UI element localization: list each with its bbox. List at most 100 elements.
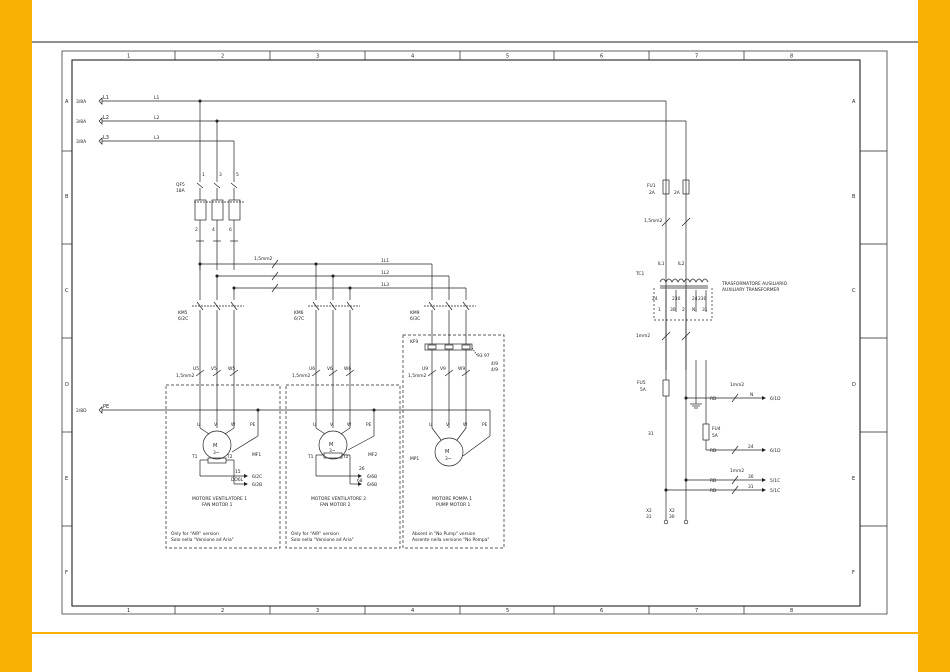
pump-motor-phase: 3~ (445, 456, 452, 462)
il2-label: IL2 (678, 261, 685, 267)
left-accent-bar (0, 0, 32, 672)
fan1-arrow-b (244, 482, 248, 486)
contactor-km9 (424, 301, 478, 420)
pump-terminal-pe: PE (482, 422, 488, 428)
distribution-bus (198, 259, 467, 300)
kf9-contact-ref-2: 4/9 (491, 367, 498, 373)
fan1-terminal-pe: PE (250, 422, 256, 428)
fan2-motor-name: MF2 (368, 452, 377, 458)
fan1-motor-phase: 3~ (213, 450, 220, 456)
right-accent-bar (918, 0, 950, 672)
pe-sheet-ref: 2/8D (76, 408, 87, 414)
drawing-sheet: 1 2 3 4 5 6 7 8 1 2 3 4 5 6 7 8 A B C D … (32, 0, 918, 630)
output-cable-size-2: 1mm2 (730, 468, 744, 474)
fan-motor-1 (199, 420, 259, 485)
fan2-terminal-w: W (347, 422, 352, 428)
pump-u-label: U9 (422, 366, 428, 372)
fan1-arrow-a (244, 474, 248, 478)
fan2-u-label: U6 (309, 366, 315, 372)
fan1-ref-a: 6/2C (252, 474, 262, 480)
col-label-1-top: 1 (127, 54, 130, 60)
pump-title-it: MOTORE POMPA 1 (432, 496, 472, 502)
l2-label: L2 (103, 115, 109, 121)
fu5-rating: 5A (640, 387, 646, 393)
pump-terminal-w: W (463, 422, 468, 428)
fu5-name: FU5 (637, 380, 646, 386)
inner-frame (71, 59, 861, 607)
row-label-d-right: D (852, 382, 856, 388)
row-label-f-left: F (65, 570, 68, 576)
schematic-diagram: 1 2 3 4 5 6 7 8 1 2 3 4 5 6 7 8 A B C D … (32, 41, 918, 615)
bus-1l3-label: 1L3 (381, 282, 389, 288)
kf9-contact-ref-1: 4/9 (491, 361, 498, 367)
fan1-motor-name: MF1 (252, 452, 261, 458)
fu4-rating: 5A (712, 433, 718, 439)
fu1-rating-a: 2A (649, 190, 655, 196)
kf9-aux-contacts: 93 97 (477, 353, 490, 359)
l2-sheet-ref: 3/8A (76, 119, 86, 125)
pump-motor-group (402, 334, 505, 549)
l2-bus-label: L2 (154, 115, 159, 121)
ref-5-1c-a: 5/1C (770, 478, 780, 484)
fan2-thermal-t1: T1 (307, 454, 314, 460)
fan2-cable-size: 1,5mm2 (292, 373, 311, 379)
fan1-title-it: MOTORE VENTILATORE 1 (192, 496, 247, 502)
fan2-thermal-t2: T2 (342, 454, 349, 460)
fan1-wire-a: 15 (235, 469, 241, 475)
bus-1l1-label: 1L1 (381, 258, 389, 264)
transformer-title-en: AUXILIARY TRANSFORMER (722, 287, 779, 293)
secondary-terminal-31: 31 (702, 307, 708, 313)
pump-terminal-v: V (446, 422, 449, 428)
col-label-8-bottom: 8 (790, 608, 793, 614)
aux-fuses-fu1 (661, 179, 691, 227)
col-label-4-bottom: 4 (411, 608, 414, 614)
column-ticks (174, 51, 745, 614)
fan1-motor-symbol: M (213, 443, 217, 449)
km5-ref: 6/2C (178, 316, 188, 322)
bottom-accent-line (32, 632, 918, 634)
col-label-8-top: 8 (790, 54, 793, 60)
rd-label-4: RD (710, 488, 717, 494)
fan2-terminal-u: U (313, 422, 316, 428)
rd-label-1: RD (710, 396, 717, 402)
x2-terminal-b: X2 (669, 508, 675, 514)
fan2-ref-a: 6/6B (367, 474, 377, 480)
col-label-3-bottom: 3 (316, 608, 319, 614)
qf5-terminal-4: 4 (212, 227, 215, 233)
pump-cable-size: 1,5mm2 (408, 373, 427, 379)
ref-6-1d-b: 6/1D (770, 448, 781, 454)
col-label-3-top: 3 (316, 54, 319, 60)
secondary-terminal-2: 2 (682, 307, 685, 313)
row-label-c-left: C (65, 288, 69, 294)
fan2-wire-b: 68 (357, 478, 363, 484)
fu1-cable-size: 1,5mm2 (644, 218, 663, 224)
wire-24-label: 24 (748, 444, 754, 450)
tap-230-b: 230 (698, 296, 707, 302)
qf5-terminal-2: 2 (195, 227, 198, 233)
fan-motor-1-group (165, 384, 281, 549)
bus-cable-size: 1,5mm2 (254, 256, 273, 262)
fan2-motor-symbol: M (329, 442, 333, 448)
secondary-terminal-n: N (692, 307, 695, 313)
l1-label: L1 (103, 95, 109, 101)
row-label-f-right: F (852, 570, 855, 576)
fan1-v-label: V5 (211, 366, 217, 372)
fan1-note-1: Only for "AIR" version (171, 531, 219, 537)
row-label-e-left: E (65, 476, 68, 482)
aux-arrow-n (762, 396, 766, 400)
row-ticks (62, 150, 887, 527)
col-label-2-bottom: 2 (221, 608, 224, 614)
fan2-note-2: Solo nella "Versione ad Aria" (291, 537, 354, 543)
l3-label: L3 (103, 135, 109, 141)
qf5-terminal-3: 3 (219, 172, 222, 178)
qf5-terminal-1: 1 (202, 172, 205, 178)
transformer-title-it: TRASFORMATORE AUSILIARIO (721, 281, 788, 287)
km5-name: KM5 (178, 310, 188, 316)
tc1-name: TC1 (635, 271, 644, 277)
col-label-1-bottom: 1 (127, 608, 130, 614)
secondary-terminal-30: 30 (670, 307, 676, 313)
fan2-title-it: MOTORE VENTILATORE 2 (311, 496, 366, 502)
wire-31-out-label: 31 (748, 484, 754, 490)
col-label-7-top: 7 (695, 54, 698, 60)
aux-arrow-30 (762, 478, 766, 482)
